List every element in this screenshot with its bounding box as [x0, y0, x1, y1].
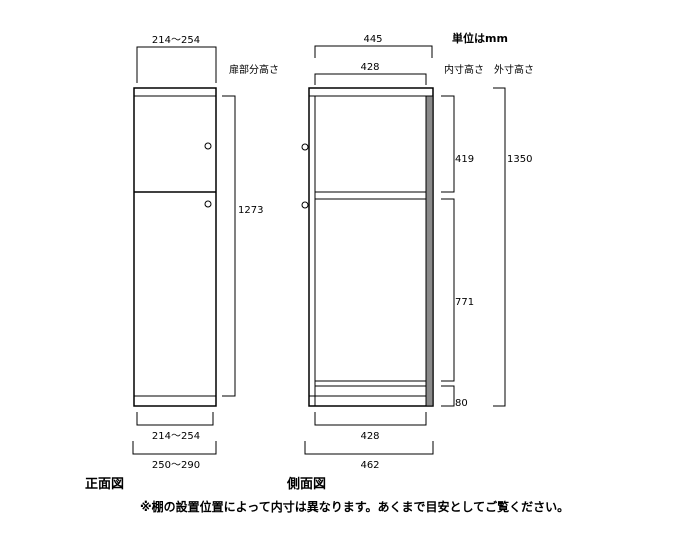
side-lower-door-knob	[301, 201, 309, 209]
side-inner-depth-bottom-dim	[314, 412, 427, 426]
side-outer-height-title: 外寸高さ	[494, 63, 534, 76]
side-view: 445 428 内寸高さ 外寸高さ 419 771 80 1350 428 46…	[286, 34, 534, 492]
side-lower-inner-dim	[441, 198, 455, 382]
front-door-height-value: 1273	[238, 205, 263, 216]
front-door-height-title: 扉部分高さ	[229, 63, 279, 76]
side-outer-depth-top-dim	[314, 45, 433, 58]
side-base-dim	[441, 385, 455, 407]
side-lower-inner-label: 771	[455, 297, 474, 308]
front-inner-width-dim	[136, 412, 214, 426]
side-shelf	[314, 191, 427, 200]
side-inner-depth-bottom-label: 428	[360, 431, 379, 442]
side-inner-height-title: 内寸高さ	[444, 63, 484, 76]
side-upper-inner-dim	[441, 95, 455, 193]
side-upper-door-knob	[301, 143, 309, 151]
side-inner-depth-top-label: 428	[360, 62, 379, 73]
front-top-width-label: 214～254	[152, 35, 200, 46]
side-back-panel	[425, 95, 434, 407]
front-view-title: 正面図	[85, 477, 124, 492]
side-cabinet-body	[308, 87, 434, 407]
footnote: ※棚の設置位置によって内寸は異なります。あくまで目安としてご覧ください。	[140, 499, 569, 514]
side-outer-depth-bottom-label: 462	[360, 460, 379, 471]
side-view-title: 側面図	[286, 476, 326, 492]
side-outer-depth-bottom-dim	[304, 441, 434, 455]
front-door-height-dim	[222, 95, 236, 397]
front-cabinet-body	[133, 87, 217, 407]
side-total-height-dim	[493, 87, 506, 407]
side-total-height-label: 1350	[507, 154, 532, 165]
front-top-width-dim	[136, 46, 217, 83]
side-base-label: 80	[455, 398, 468, 409]
side-outer-depth-top-label: 445	[363, 34, 382, 45]
front-upper-door-knob	[204, 142, 212, 150]
front-view: 214～254 扉部分高さ 1273 214～254 250～290 正面図	[85, 35, 279, 492]
front-lower-door-knob	[204, 200, 212, 208]
front-inner-width-label: 214～254	[152, 431, 200, 442]
side-inner-depth-top-dim	[314, 73, 427, 85]
front-outer-width-dim	[132, 441, 217, 455]
front-outer-width-label: 250～290	[152, 460, 200, 471]
side-upper-inner-label: 419	[455, 154, 474, 165]
unit-label: 単位はmm	[452, 31, 508, 45]
